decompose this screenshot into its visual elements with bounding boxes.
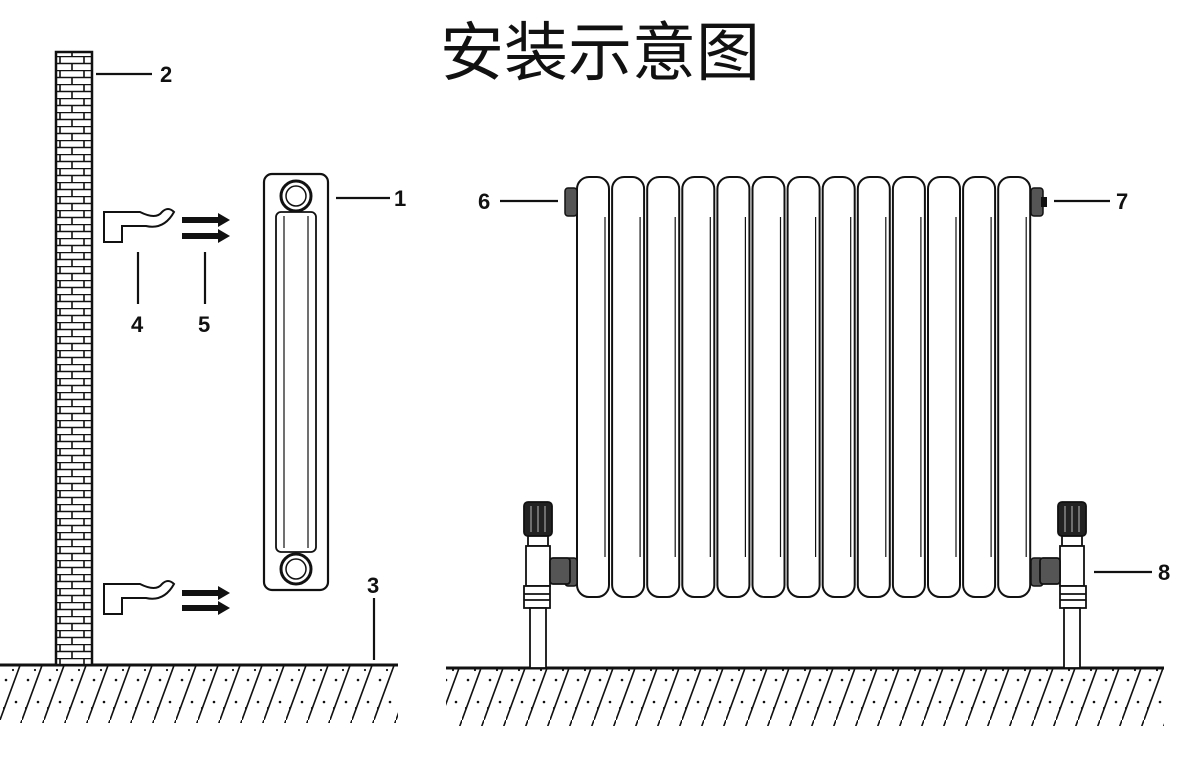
end-plug-icon <box>564 187 578 217</box>
label-4: 4 <box>131 312 144 337</box>
label-2: 2 <box>160 62 172 87</box>
thermostatic-valve-icon <box>523 501 571 669</box>
radiator-side-view <box>262 172 330 592</box>
radiator-column <box>891 176 926 598</box>
radiator-column <box>786 176 821 598</box>
radiator-column <box>927 176 961 598</box>
radiator-column <box>681 176 716 598</box>
floor-right <box>446 668 1164 726</box>
page-title: 安装示意图 <box>440 17 760 91</box>
label-7: 7 <box>1116 189 1128 214</box>
anchor-bolt-icon <box>182 213 230 615</box>
lockshield-valve-icon <box>1039 501 1087 669</box>
wall-hook-icon <box>103 580 176 615</box>
wall-hook-icon <box>103 208 176 243</box>
radiator-column <box>751 176 786 598</box>
radiator-column <box>856 176 891 598</box>
radiator-column <box>646 176 681 598</box>
label-3: 3 <box>367 573 379 598</box>
radiator-column <box>611 176 646 598</box>
radiator-column <box>576 176 610 598</box>
left-panel: 2 1 3 4 5 <box>0 50 406 723</box>
label-1: 1 <box>394 186 406 211</box>
right-panel: 6 7 8 <box>446 176 1170 726</box>
label-8: 8 <box>1158 560 1170 585</box>
label-6: 6 <box>478 189 490 214</box>
radiator-column <box>821 176 856 598</box>
radiator-column <box>997 176 1032 598</box>
label-5: 5 <box>198 312 210 337</box>
radiator-column <box>716 176 751 598</box>
radiator-column <box>962 176 997 598</box>
radiator-front-view <box>576 176 1032 598</box>
air-vent-icon <box>1030 187 1047 217</box>
brick-wall <box>54 50 94 667</box>
floor-left <box>0 665 398 723</box>
